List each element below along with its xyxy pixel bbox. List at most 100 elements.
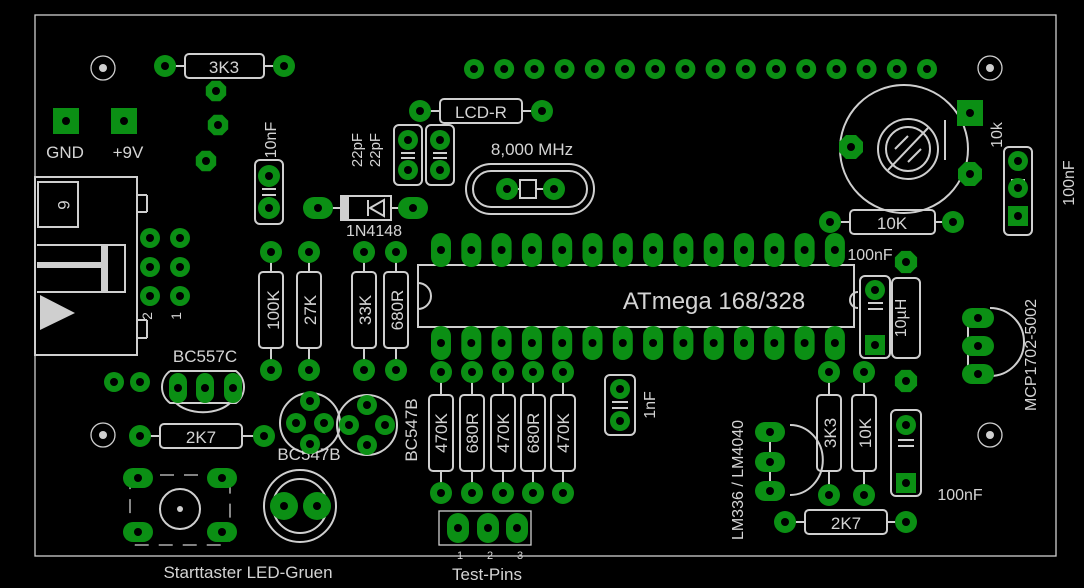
drill-hole <box>558 339 567 347</box>
drill-hole <box>529 368 537 376</box>
drill-hole <box>110 378 118 386</box>
drill-hole <box>902 479 910 487</box>
drill-hole <box>503 185 511 193</box>
copper-pads <box>53 55 1028 543</box>
label-27k: 27K <box>301 294 320 325</box>
drill-hole <box>588 246 597 254</box>
drill-hole <box>409 204 417 212</box>
drill-hole <box>437 246 445 254</box>
drill-hole <box>559 368 567 376</box>
drill-hole <box>902 518 910 526</box>
drill-hole <box>202 157 210 165</box>
inductor-10uh <box>891 277 921 359</box>
drill-hole <box>826 218 834 226</box>
test-pin-1-label: 1 <box>457 550 463 562</box>
drill-hole <box>392 248 400 256</box>
drill-hole <box>741 65 750 73</box>
drill-hole <box>772 65 780 73</box>
mounting-holes <box>90 55 1003 448</box>
drill-hole <box>709 246 718 254</box>
drill-hole <box>621 65 629 73</box>
drill-hole <box>527 246 536 254</box>
label-9v: +9V <box>113 143 144 162</box>
drill-hole <box>499 489 507 497</box>
label-1n4148: 1N4148 <box>346 223 402 240</box>
drill-hole <box>709 339 718 347</box>
label-22pf-a: 22pF <box>349 133 366 167</box>
label-22pf-b: 22pF <box>367 133 384 167</box>
drill-hole <box>467 246 476 254</box>
drill-hole <box>437 339 445 347</box>
drill-hole <box>766 428 774 436</box>
label-100nf-bottom: 100nF <box>937 487 983 504</box>
drill-hole <box>618 339 627 347</box>
drill-hole <box>847 143 855 151</box>
drill-hole <box>740 246 748 254</box>
drill-hole <box>560 65 569 73</box>
drill-hole <box>313 502 321 510</box>
drill-hole <box>949 218 957 226</box>
drill-hole <box>260 432 268 440</box>
drill-hole <box>467 339 476 347</box>
drill-hole <box>229 384 237 392</box>
drill-hole <box>120 117 128 125</box>
drill-hole <box>1014 212 1022 220</box>
drill-hole <box>146 234 154 242</box>
drill-hole <box>392 366 400 374</box>
drill-hole <box>974 370 982 378</box>
drill-hole <box>62 117 70 125</box>
label-gnd: GND <box>46 143 84 162</box>
drill-hole <box>404 136 412 144</box>
drill-hole <box>136 432 144 440</box>
drill-hole <box>830 339 839 347</box>
drill-hole <box>681 65 690 73</box>
drill-hole <box>497 246 506 254</box>
drill-hole <box>314 204 322 212</box>
label-lm336: LM336 / LM4040 <box>730 420 747 540</box>
label-680r-1: 680R <box>463 413 482 454</box>
label-test-pins: Test-Pins <box>452 565 522 584</box>
drill-hole <box>871 341 879 349</box>
label-bc547b-right: BC547B <box>402 398 421 461</box>
label-1nf: 1nF <box>642 391 659 419</box>
drill-hole <box>265 172 273 180</box>
connector-pin1-label: 1 <box>168 312 184 320</box>
drill-hole <box>966 109 974 117</box>
label-crystal: 8,000 MHz <box>491 140 573 159</box>
drill-hole <box>176 263 184 271</box>
label-bc557c: BC557C <box>173 347 237 366</box>
test-pin-3-label: 3 <box>517 550 523 562</box>
diode-1n4148 <box>326 195 408 221</box>
drill-hole <box>902 258 910 266</box>
capacitor-1nf <box>604 374 636 436</box>
drill-hole <box>923 65 931 73</box>
drill-hole <box>800 339 809 347</box>
drill-hole <box>280 62 288 70</box>
drill-hole <box>770 339 779 347</box>
drill-hole <box>860 368 868 376</box>
drill-hole <box>892 65 901 73</box>
drill-hole <box>305 366 313 374</box>
label-470k-1: 470K <box>432 412 451 452</box>
connector-number: 6 <box>54 200 73 209</box>
transistor-bc557c <box>161 370 245 414</box>
drill-hole <box>404 166 412 174</box>
capacitor-22pf-pair <box>393 124 455 186</box>
drill-hole <box>974 314 982 322</box>
label-2k7-a: 2K7 <box>186 428 216 447</box>
label-3k3-b: 3K3 <box>821 418 840 448</box>
drill-hole <box>588 339 597 347</box>
label-10k-b: 10K <box>856 417 875 448</box>
label-470k-2: 470K <box>494 412 513 452</box>
drill-hole <box>802 65 811 73</box>
test-pins-header <box>438 510 532 546</box>
label-100nf-mid: 100nF <box>847 247 893 264</box>
drill-hole <box>345 421 353 429</box>
drill-hole <box>134 528 142 536</box>
label-100nf-right: 100nF <box>1061 160 1078 206</box>
start-button <box>129 474 231 546</box>
label-10nf: 10nF <box>263 122 280 159</box>
drill-hole <box>437 368 445 376</box>
test-pin-2-label: 2 <box>487 550 493 562</box>
drill-hole <box>616 417 624 425</box>
